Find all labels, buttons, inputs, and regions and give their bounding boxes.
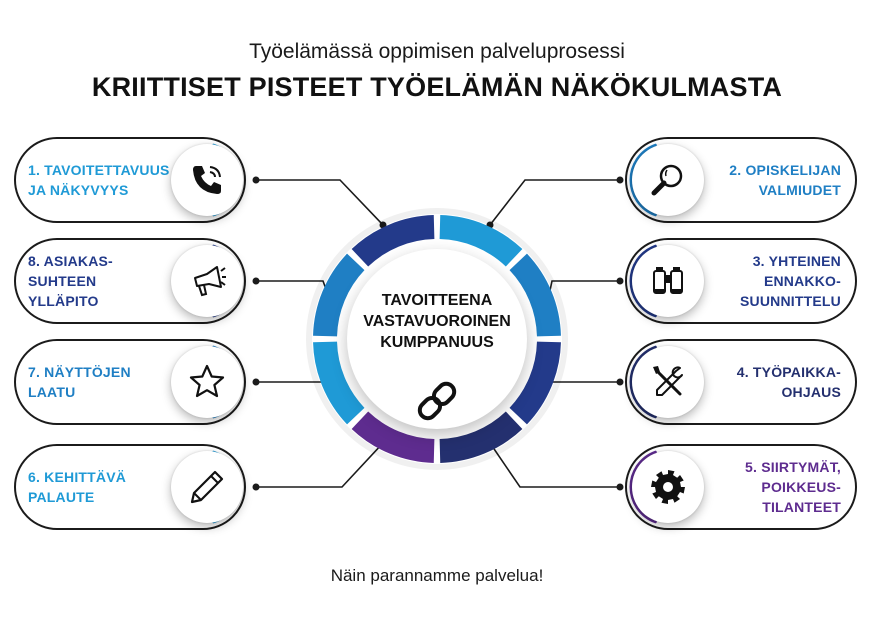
phone-icon (171, 144, 243, 216)
connector-dot (616, 483, 624, 491)
connector-dot (616, 378, 624, 386)
ring-segment (509, 341, 561, 425)
item-3-label-line: 3. YHTEINEN (752, 253, 841, 269)
item-3-label-line: SUUNNITTELU (740, 293, 841, 309)
item-5-label-line: TILANTEET (762, 499, 841, 515)
ring-segment (509, 253, 561, 337)
connector-line (256, 179, 384, 226)
item-1-label-line: 1. TAVOITETTAVUUS (28, 162, 170, 178)
center-title: TAVOITTEENA VASTAVUOROINEN KUMPPANUUS (337, 290, 537, 353)
center-line-2: VASTAVUOROINEN (363, 313, 511, 330)
item-4-label-line: OHJAUS (781, 384, 841, 400)
connector-line (256, 442, 384, 488)
item-3-label: 3. YHTEINEN ENNAKKO- SUUNNITTELU (701, 240, 841, 322)
item-4-label-line: 4. TYÖPAIKKA- (736, 364, 841, 380)
item-6-label: 6. KEHITTÄVÄ PALAUTE (28, 446, 178, 528)
gear-icon (632, 451, 704, 523)
ring-segment (439, 411, 523, 463)
item-1-label: 1. TAVOITETTAVUUS JA NÄKYVYYS (28, 139, 178, 221)
item-2-label-line: VALMIUDET (758, 182, 841, 198)
item-6-kehittava-palaute: 6. KEHITTÄVÄ PALAUTE (14, 444, 246, 530)
diagram-title: KRIITTISET PISTEET TYÖELÄMÄN NÄKÖKULMAST… (91, 72, 783, 102)
item-3-yhteinen-ennakkosuunnittelu: 3. YHTEINEN ENNAKKO- SUUNNITTELU (625, 238, 857, 324)
item-2-opiskelijan-valmiudet: 2. OPISKELIJAN VALMIUDET (625, 137, 857, 223)
connector-line (489, 179, 620, 226)
ring-segment (313, 253, 365, 337)
item-8-label-line: YLLÄPITO (28, 293, 99, 309)
item-3-label-line: ENNAKKO- (763, 273, 841, 289)
center-line-1: TAVOITTEENA (381, 292, 493, 309)
item-8-label: 8. ASIAKAS- SUHTEEN YLLÄPITO (28, 240, 178, 322)
item-8-label-line: 8. ASIAKAS- (28, 253, 113, 269)
magnifier-icon (632, 144, 704, 216)
pencil-icon (171, 451, 243, 523)
connector-dot (616, 277, 624, 285)
item-5-siirtymat-poikkeustilanteet: 5. SIIRTYMÄT, POIKKEUS- TILANTEET (625, 444, 857, 530)
connector-dot (252, 378, 260, 386)
item-4-label: 4. TYÖPAIKKA- OHJAUS (701, 341, 841, 423)
star-icon (171, 346, 243, 418)
item-1-label-line: JA NÄKYVYYS (28, 182, 129, 198)
connector-dot (616, 176, 624, 184)
binoculars-icon (632, 245, 704, 317)
connector-dot (252, 483, 260, 491)
item-7-label-line: 7. NÄYTTÖJEN (28, 364, 131, 380)
item-2-label: 2. OPISKELIJAN VALMIUDET (701, 139, 841, 221)
item-7-label-line: LAATU (28, 384, 76, 400)
diagram-subtitle: Työelämässä oppimisen palveluprosessi (249, 40, 625, 63)
ring-segment (351, 411, 435, 463)
item-5-label: 5. SIIRTYMÄT, POIKKEUS- TILANTEET (701, 446, 841, 528)
connector-dot (252, 176, 260, 184)
item-6-label-line: 6. KEHITTÄVÄ (28, 469, 127, 485)
center-line-3: KUMPPANUUS (380, 334, 494, 351)
item-8-label-line: SUHTEEN (28, 273, 97, 289)
ring-segment (313, 341, 365, 425)
item-1-tavoitettavuus: 1. TAVOITETTAVUUS JA NÄKYVYYS (14, 137, 246, 223)
center-ring (306, 208, 568, 470)
item-7-label: 7. NÄYTTÖJEN LAATU (28, 341, 178, 423)
tools-icon (632, 346, 704, 418)
ring-segment (439, 215, 523, 267)
item-8-asiakassuhteen-yllapito: 8. ASIAKAS- SUHTEEN YLLÄPITO (14, 238, 246, 324)
item-4-tyopaikkaohjaus: 4. TYÖPAIKKA- OHJAUS (625, 339, 857, 425)
item-6-label-line: PALAUTE (28, 489, 95, 505)
chain-link-icon (417, 381, 457, 421)
megaphone-icon (171, 245, 243, 317)
item-5-label-line: 5. SIIRTYMÄT, (745, 459, 841, 475)
connector-dot (252, 277, 260, 285)
item-5-label-line: POIKKEUS- (761, 479, 841, 495)
item-7-nayttojen-laatu: 7. NÄYTTÖJEN LAATU (14, 339, 246, 425)
diagram-footer: Näin parannamme palvelua! (330, 566, 544, 585)
item-2-label-line: 2. OPISKELIJAN (729, 162, 841, 178)
connector-line (489, 442, 620, 488)
ring-segment (351, 215, 435, 267)
